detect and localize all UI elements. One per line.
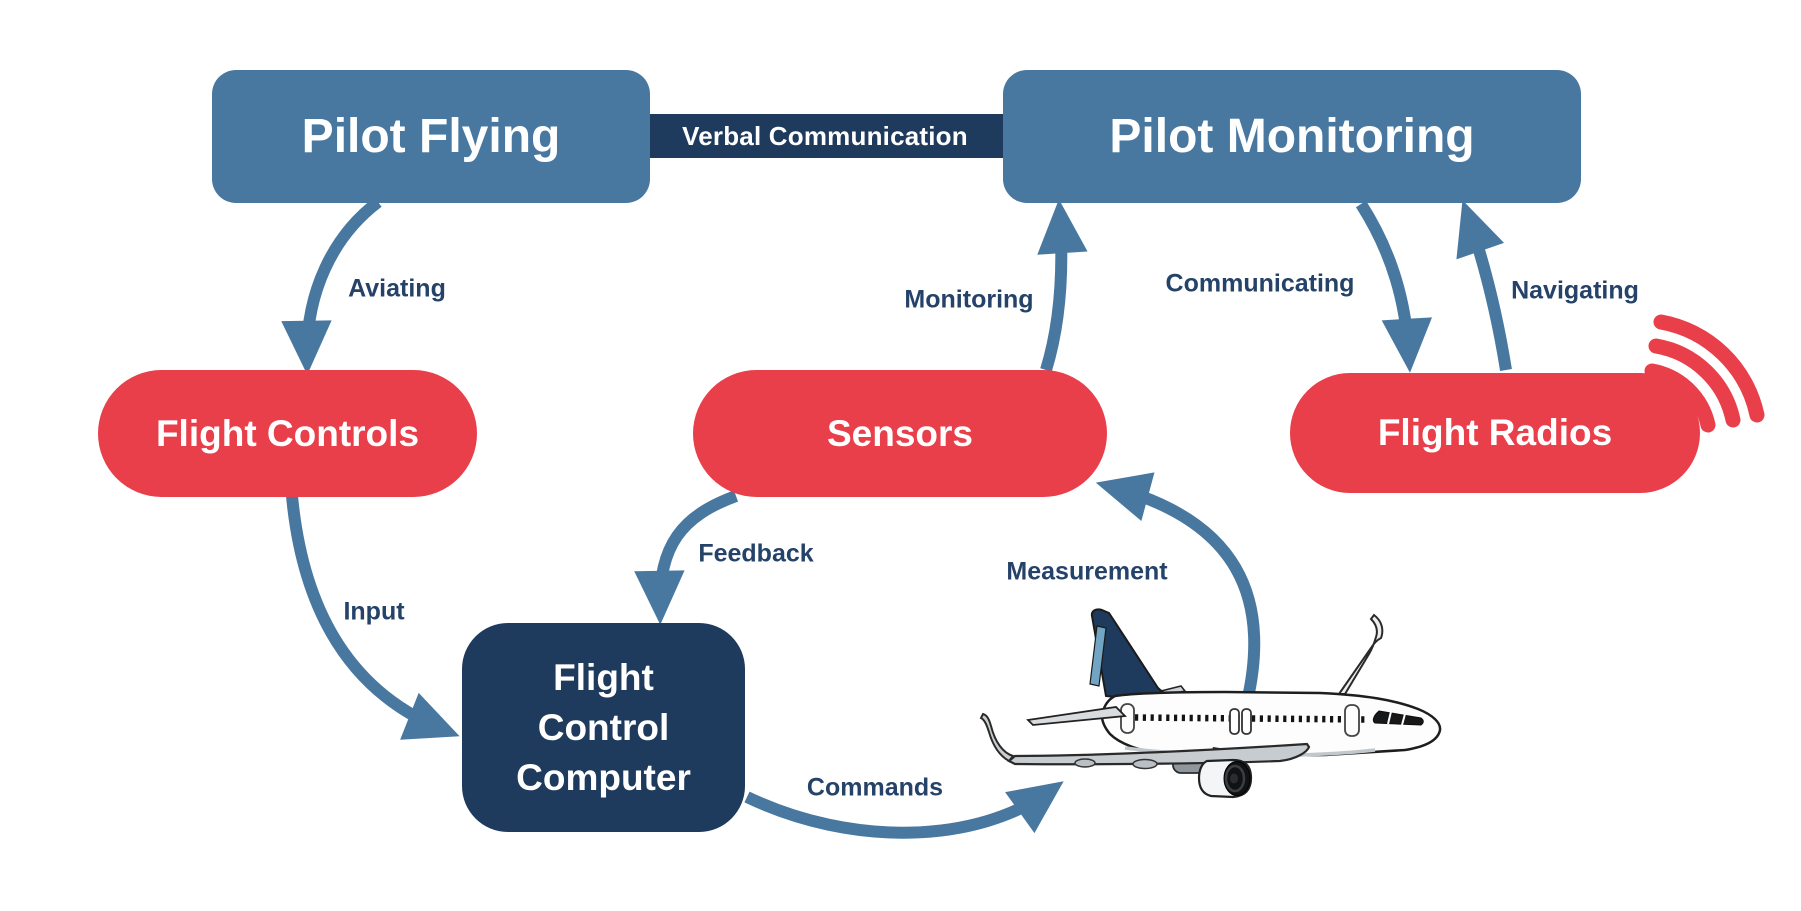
sensors-node: Sensors <box>693 370 1107 497</box>
aviating-arrow <box>281 197 382 375</box>
measurement-label: Measurement <box>1006 557 1168 586</box>
pilot-flying-label: Pilot Flying <box>301 110 561 163</box>
flight-controls-label: Flight Controls <box>155 412 420 454</box>
input-label: Input <box>343 597 405 626</box>
feedback-arrow <box>634 490 739 625</box>
communicating-arrow <box>1355 200 1433 373</box>
flight-control-computer-label: Flight Control Computer <box>516 656 691 798</box>
flight-controls-node: Flight Controls <box>98 370 477 497</box>
commands-label: Commands <box>806 773 944 802</box>
flight-control-computer-node: Flight Control Computer <box>462 623 745 832</box>
pilot-monitoring-box: Pilot Monitoring <box>1003 70 1581 203</box>
aviating-label: Aviating <box>348 274 446 303</box>
monitoring-label: Monitoring <box>904 285 1034 314</box>
feedback-label: Feedback <box>698 539 814 568</box>
input-arrow <box>286 495 460 740</box>
airplane-illustration <box>979 608 1442 799</box>
flight-radios-label: Flight Radios <box>1377 412 1613 453</box>
navigating-label: Navigating <box>1511 276 1639 305</box>
verbal-communication-label: Verbal Communication <box>682 120 968 151</box>
pilot-monitoring-label: Pilot Monitoring <box>1109 110 1475 163</box>
verbal-communication-bar: Verbal Communication <box>630 114 1020 158</box>
radio-signal-icon <box>1644 314 1765 433</box>
monitoring-arrow <box>1037 199 1088 372</box>
commands-arrow <box>744 781 1064 839</box>
sensors-label: Sensors <box>826 412 973 454</box>
communicating-label: Communicating <box>1165 269 1355 298</box>
navigating-arrow <box>1456 200 1512 371</box>
measurement-arrow <box>1095 472 1261 704</box>
flight-radios-node: Flight Radios <box>1290 373 1700 493</box>
pilot-flying-box: Pilot Flying <box>212 70 650 203</box>
